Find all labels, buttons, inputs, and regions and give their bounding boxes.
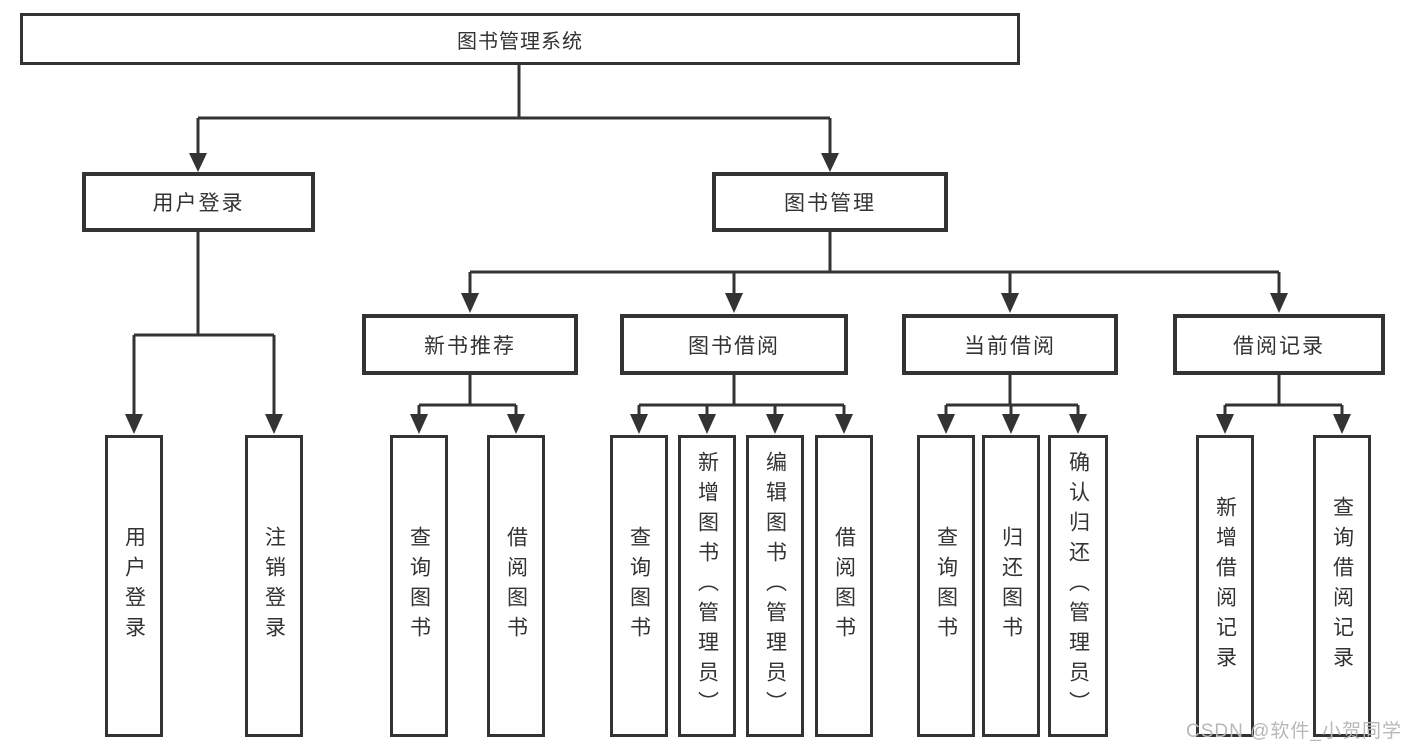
arrowhead-icon bbox=[1001, 293, 1019, 313]
leaf-query-books-recommend: 查询图书 bbox=[390, 435, 448, 737]
node-label: 借阅图书 bbox=[504, 526, 528, 646]
arrowhead-icon bbox=[125, 414, 143, 434]
arrowhead-icon bbox=[1270, 293, 1288, 313]
arrowhead-icon bbox=[189, 153, 207, 172]
node-label: 图书管理系统 bbox=[457, 30, 583, 53]
node-label: 借阅记录 bbox=[1233, 334, 1325, 358]
leaf-confirm-return-admin: 确认归还（管理员） bbox=[1048, 435, 1108, 737]
arrowhead-icon bbox=[265, 414, 283, 434]
arrowhead-icon bbox=[507, 414, 525, 434]
node-label: 图书借阅 bbox=[688, 334, 780, 358]
node-label: 确认归还（管理员） bbox=[1066, 451, 1090, 721]
arrowhead-icon bbox=[698, 414, 716, 434]
node-label: 归还图书 bbox=[999, 526, 1023, 646]
arrowhead-icon bbox=[461, 293, 479, 313]
leaf-query-borrow-record: 查询借阅记录 bbox=[1313, 435, 1371, 737]
node-label: 借阅图书 bbox=[832, 526, 856, 646]
node-label: 查询借阅记录 bbox=[1330, 496, 1354, 676]
arrowhead-icon bbox=[725, 293, 743, 313]
node-label: 查询图书 bbox=[407, 526, 431, 646]
arrowhead-icon bbox=[1333, 414, 1351, 434]
arrowhead-icon bbox=[1216, 414, 1234, 434]
arrowhead-icon bbox=[835, 414, 853, 434]
node-borrowing-records: 借阅记录 bbox=[1173, 314, 1385, 375]
node-label: 用户登录 bbox=[152, 192, 245, 215]
node-new-book-recommendation: 新书推荐 bbox=[362, 314, 578, 375]
leaf-query-books-borrowing: 查询图书 bbox=[610, 435, 668, 737]
arrowhead-icon bbox=[410, 414, 428, 434]
leaf-borrow-books: 借阅图书 bbox=[815, 435, 873, 737]
leaf-user-login: 用户登录 bbox=[105, 435, 163, 737]
node-user-login: 用户登录 bbox=[82, 172, 315, 232]
node-label: 新增图书（管理员） bbox=[695, 451, 719, 721]
arrowhead-icon bbox=[1002, 414, 1020, 434]
leaf-add-book-admin: 新增图书（管理员） bbox=[678, 435, 736, 737]
node-label: 新增借阅记录 bbox=[1213, 496, 1237, 676]
arrowhead-icon bbox=[630, 414, 648, 434]
arrowhead-icon bbox=[1069, 414, 1087, 434]
node-label: 注销登录 bbox=[262, 526, 286, 646]
csdn-watermark: CSDN @软件_小贺同学 bbox=[1186, 721, 1402, 742]
leaf-add-borrow-record: 新增借阅记录 bbox=[1196, 435, 1254, 737]
node-label: 用户登录 bbox=[122, 526, 146, 646]
node-label: 新书推荐 bbox=[424, 334, 516, 358]
node-label: 图书管理 bbox=[784, 192, 876, 215]
node-label: 查询图书 bbox=[934, 526, 958, 646]
arrowhead-icon bbox=[937, 414, 955, 434]
node-label: 编辑图书（管理员） bbox=[763, 451, 787, 721]
arrowhead-icon bbox=[821, 153, 839, 172]
leaf-edit-book-admin: 编辑图书（管理员） bbox=[746, 435, 804, 737]
node-label: 当前借阅 bbox=[964, 334, 1056, 358]
leaf-logout: 注销登录 bbox=[245, 435, 303, 737]
leaf-borrow-books-recommend: 借阅图书 bbox=[487, 435, 545, 737]
node-label: 查询图书 bbox=[627, 526, 651, 646]
leaf-return-book: 归还图书 bbox=[982, 435, 1040, 737]
node-book-borrowing: 图书借阅 bbox=[620, 314, 848, 375]
node-library-management-system: 图书管理系统 bbox=[20, 13, 1020, 65]
leaf-query-books-current: 查询图书 bbox=[917, 435, 975, 737]
arrowhead-icon bbox=[766, 414, 784, 434]
node-book-management: 图书管理 bbox=[712, 172, 948, 232]
node-current-borrowing: 当前借阅 bbox=[902, 314, 1118, 375]
